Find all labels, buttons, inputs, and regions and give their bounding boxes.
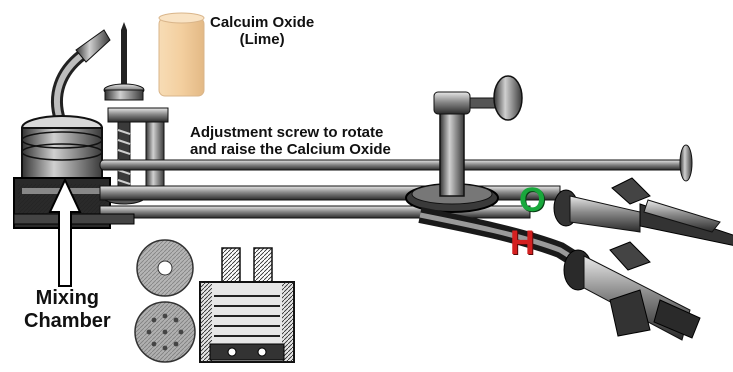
lime-holder-pin (104, 22, 144, 100)
lime-label-line2: (Lime) (210, 31, 314, 48)
mixing-label-line1: Mixing (24, 287, 111, 310)
washer-discs (135, 240, 195, 362)
chamber-cross-section (200, 248, 294, 362)
lime-cylinder (159, 13, 204, 96)
lime-label: Calcuim Oxide (Lime) (210, 14, 314, 49)
mixing-chamber-label: Mixing Chamber (24, 287, 111, 333)
hydrogen-valve (564, 242, 700, 340)
mixing-label-line2: Chamber (24, 310, 111, 333)
oxygen-valve (554, 178, 733, 246)
oxygen-letter: O (519, 183, 545, 217)
hydrogen-letter: H (510, 226, 535, 260)
lime-label-line1: Calcuim Oxide (210, 14, 314, 31)
burner-gooseneck (57, 30, 110, 120)
adjustment-label-line2: and raise the Calcium Oxide (190, 141, 391, 158)
adjustment-screw-label: Adjustment screw to rotate and raise the… (190, 124, 391, 159)
adjustment-label-line1: Adjustment screw to rotate (190, 124, 391, 141)
